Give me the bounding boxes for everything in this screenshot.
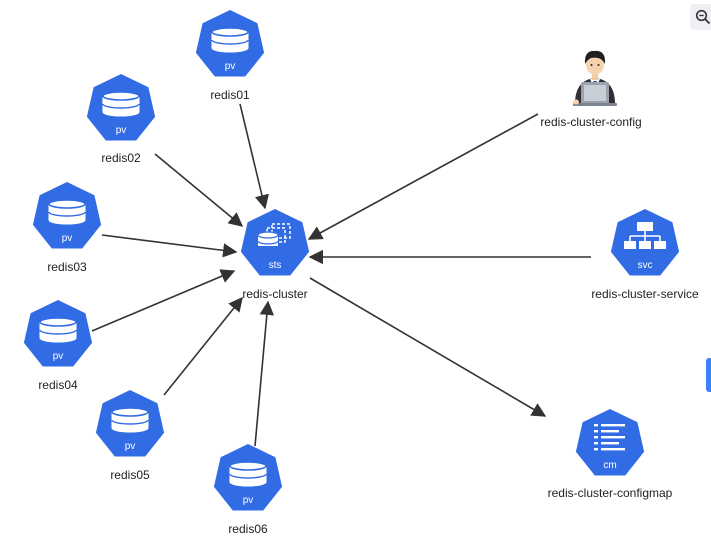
persistent-volume-icon	[48, 199, 86, 225]
node-redis04[interactable]: pv redis04	[23, 300, 93, 392]
edge-redis02-to-redis-cluster	[154, 153, 244, 227]
node-redis-cluster-service[interactable]: svc redis-cluster-service	[591, 209, 699, 301]
node-label-redis05: redis05	[110, 468, 150, 482]
node-redis-cluster-config[interactable]: redis-cluster-config	[540, 50, 642, 129]
side-panel-handle[interactable]	[706, 358, 711, 392]
nodes-layer: sts redis-cluster pv redis01 pv redis02 pv redi…	[23, 10, 699, 536]
node-label-redis01: redis01	[210, 88, 250, 102]
edge-redis04-to-redis-cluster	[91, 269, 236, 332]
pv-kind-label: pv	[125, 441, 136, 452]
node-redis05[interactable]: pv redis05	[95, 390, 165, 482]
persistent-volume-icon	[211, 27, 249, 53]
node-label-redis06: redis06	[228, 522, 268, 536]
node-label-redis-cluster-service: redis-cluster-service	[591, 287, 699, 301]
cm-kind-label: cm	[603, 460, 616, 471]
node-label-redis-cluster-config: redis-cluster-config	[540, 115, 641, 129]
configmap-icon	[594, 424, 625, 451]
node-redis-cluster-configmap[interactable]: cm redis-cluster-configmap	[548, 409, 673, 500]
node-label-redis-cluster: redis-cluster	[242, 287, 307, 301]
edge-redis01-to-redis-cluster	[239, 103, 269, 210]
node-label-redis03: redis03	[47, 260, 87, 274]
edge-redis05-to-redis-cluster	[163, 296, 243, 396]
node-redis01[interactable]: pv redis01	[195, 10, 265, 102]
pv-kind-label: pv	[116, 125, 127, 136]
pv-kind-label: pv	[53, 351, 64, 362]
sts-kind-label: sts	[269, 260, 282, 271]
zoom-button[interactable]	[690, 4, 711, 30]
persistent-volume-icon	[111, 407, 149, 433]
edge-redis03-to-redis-cluster	[101, 234, 238, 258]
pv-kind-label: pv	[62, 233, 73, 244]
edge-redis06-to-redis-cluster	[254, 300, 275, 447]
persistent-volume-icon	[39, 317, 77, 343]
node-label-redis02: redis02	[101, 151, 141, 165]
statefulset-icon	[257, 223, 291, 246]
svc-kind-label: svc	[638, 260, 653, 271]
pv-kind-label: pv	[243, 495, 254, 506]
user-icon	[573, 50, 617, 106]
persistent-volume-icon	[102, 91, 140, 117]
node-redis02[interactable]: pv redis02	[86, 74, 156, 165]
persistent-volume-icon	[229, 461, 267, 487]
edge-redis-cluster-to-redis-cluster-configmap	[309, 277, 547, 417]
node-redis03[interactable]: pv redis03	[32, 182, 102, 274]
zoom-icon	[695, 9, 711, 25]
node-label-redis-cluster-configmap: redis-cluster-configmap	[548, 486, 673, 500]
service-icon	[624, 222, 666, 249]
node-redis06[interactable]: pv redis06	[213, 444, 283, 536]
edges-layer	[91, 103, 591, 447]
node-label-redis04: redis04	[38, 378, 78, 392]
pv-kind-label: pv	[225, 61, 236, 72]
node-redis-cluster[interactable]: sts redis-cluster	[240, 209, 310, 301]
edge-redis-cluster-config-to-redis-cluster	[307, 113, 539, 240]
